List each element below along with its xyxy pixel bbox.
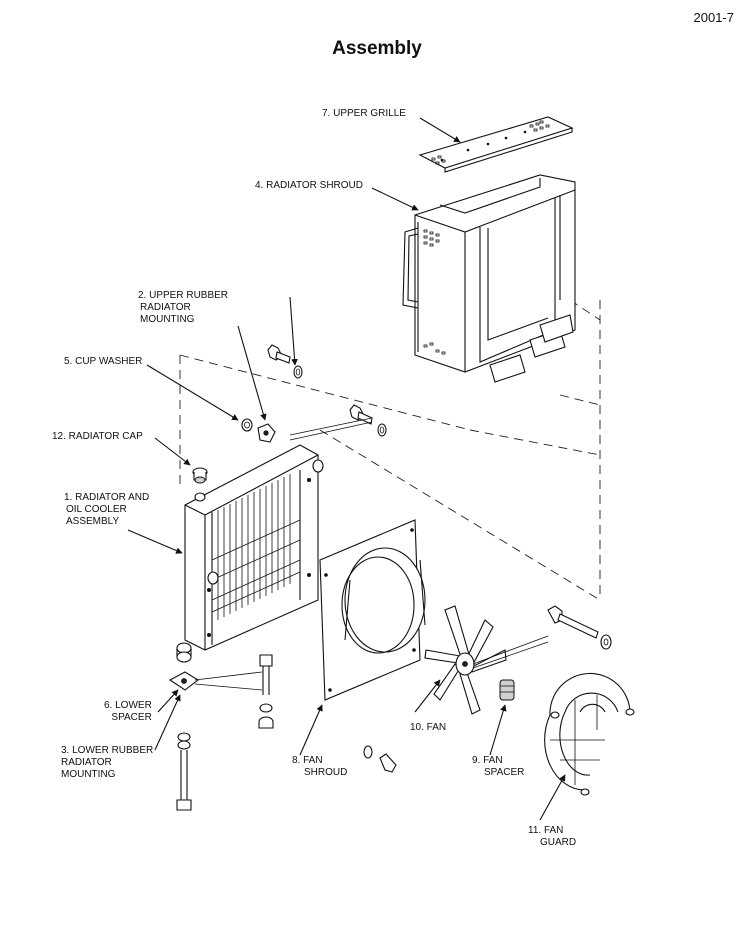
page-number: 2001-7 (693, 10, 734, 25)
label-fan-guard-line1: 11. FAN (528, 825, 564, 836)
leader-lines (127, 117, 566, 821)
label-radiator-assembly-line2: OIL COOLER (66, 504, 127, 515)
label-lower-rubber-mounting: 3. LOWER RUBBER RADIATOR MOUNTING (61, 745, 153, 781)
radiator-cap (192, 467, 208, 484)
label-lower-spacer: 6. LOWER SPACER (104, 700, 152, 724)
radiator-shroud (402, 174, 576, 383)
label-lower-spacer-line1: 6. LOWER (104, 700, 152, 711)
cup-washer-and-upper-mount (241, 418, 276, 443)
label-radiator-assembly-line3: ASSEMBLY (66, 516, 120, 527)
label-cup-washer: 5. CUP WASHER (64, 356, 143, 367)
label-fan-shroud-line2: SHROUD (304, 767, 348, 778)
label-upper-grille: 7. UPPER GRILLE (322, 108, 406, 119)
label-radiator-shroud: 4. RADIATOR SHROUD (255, 180, 363, 191)
lower-mounting-hardware (168, 642, 274, 811)
label-upper-rubber-line3: MOUNTING (140, 314, 195, 325)
label-fan-guard-line2: GUARD (540, 837, 577, 848)
label-radiator-assembly-line1: 1. RADIATOR AND (64, 492, 150, 503)
label-fan-spacer-line2: SPACER (484, 767, 525, 778)
label-fan-guard: 11. FAN GUARD (528, 825, 576, 849)
label-fan-spacer: 9. FAN SPACER (472, 755, 524, 779)
fan-spacer (499, 679, 515, 701)
alignment-dashed-lines (179, 299, 601, 601)
label-fan: 10. FAN (410, 722, 447, 733)
radiator-oil-cooler-assembly (184, 444, 324, 651)
upper-mounting-bolts (267, 344, 387, 441)
label-lower-rubber-line2: RADIATOR (61, 757, 112, 768)
label-lower-rubber-line3: MOUNTING (61, 769, 116, 780)
label-upper-rubber-line1: 2. UPPER RUBBER (138, 290, 229, 301)
fan-guard (544, 672, 635, 796)
fan-shroud (319, 519, 426, 773)
label-fan-spacer-line1: 9. FAN (472, 755, 503, 766)
fan-bolt (547, 605, 612, 650)
label-radiator-cap: 12. RADIATOR CAP (52, 431, 143, 442)
page-title: Assembly (332, 38, 422, 59)
label-fan-shroud: 8. FAN SHROUD (292, 755, 347, 779)
fan (424, 605, 549, 715)
label-upper-rubber-mounting: 2. UPPER RUBBER RADIATOR MOUNTING (138, 290, 228, 326)
label-fan-shroud-line1: 8. FAN (292, 755, 323, 766)
label-lower-spacer-line2: SPACER (111, 712, 152, 723)
label-upper-rubber-line2: RADIATOR (140, 302, 191, 313)
label-lower-rubber-line1: 3. LOWER RUBBER (61, 745, 154, 756)
upper-grille (418, 116, 574, 173)
label-radiator-assembly: 1. RADIATOR AND OIL COOLER ASSEMBLY (64, 492, 149, 528)
